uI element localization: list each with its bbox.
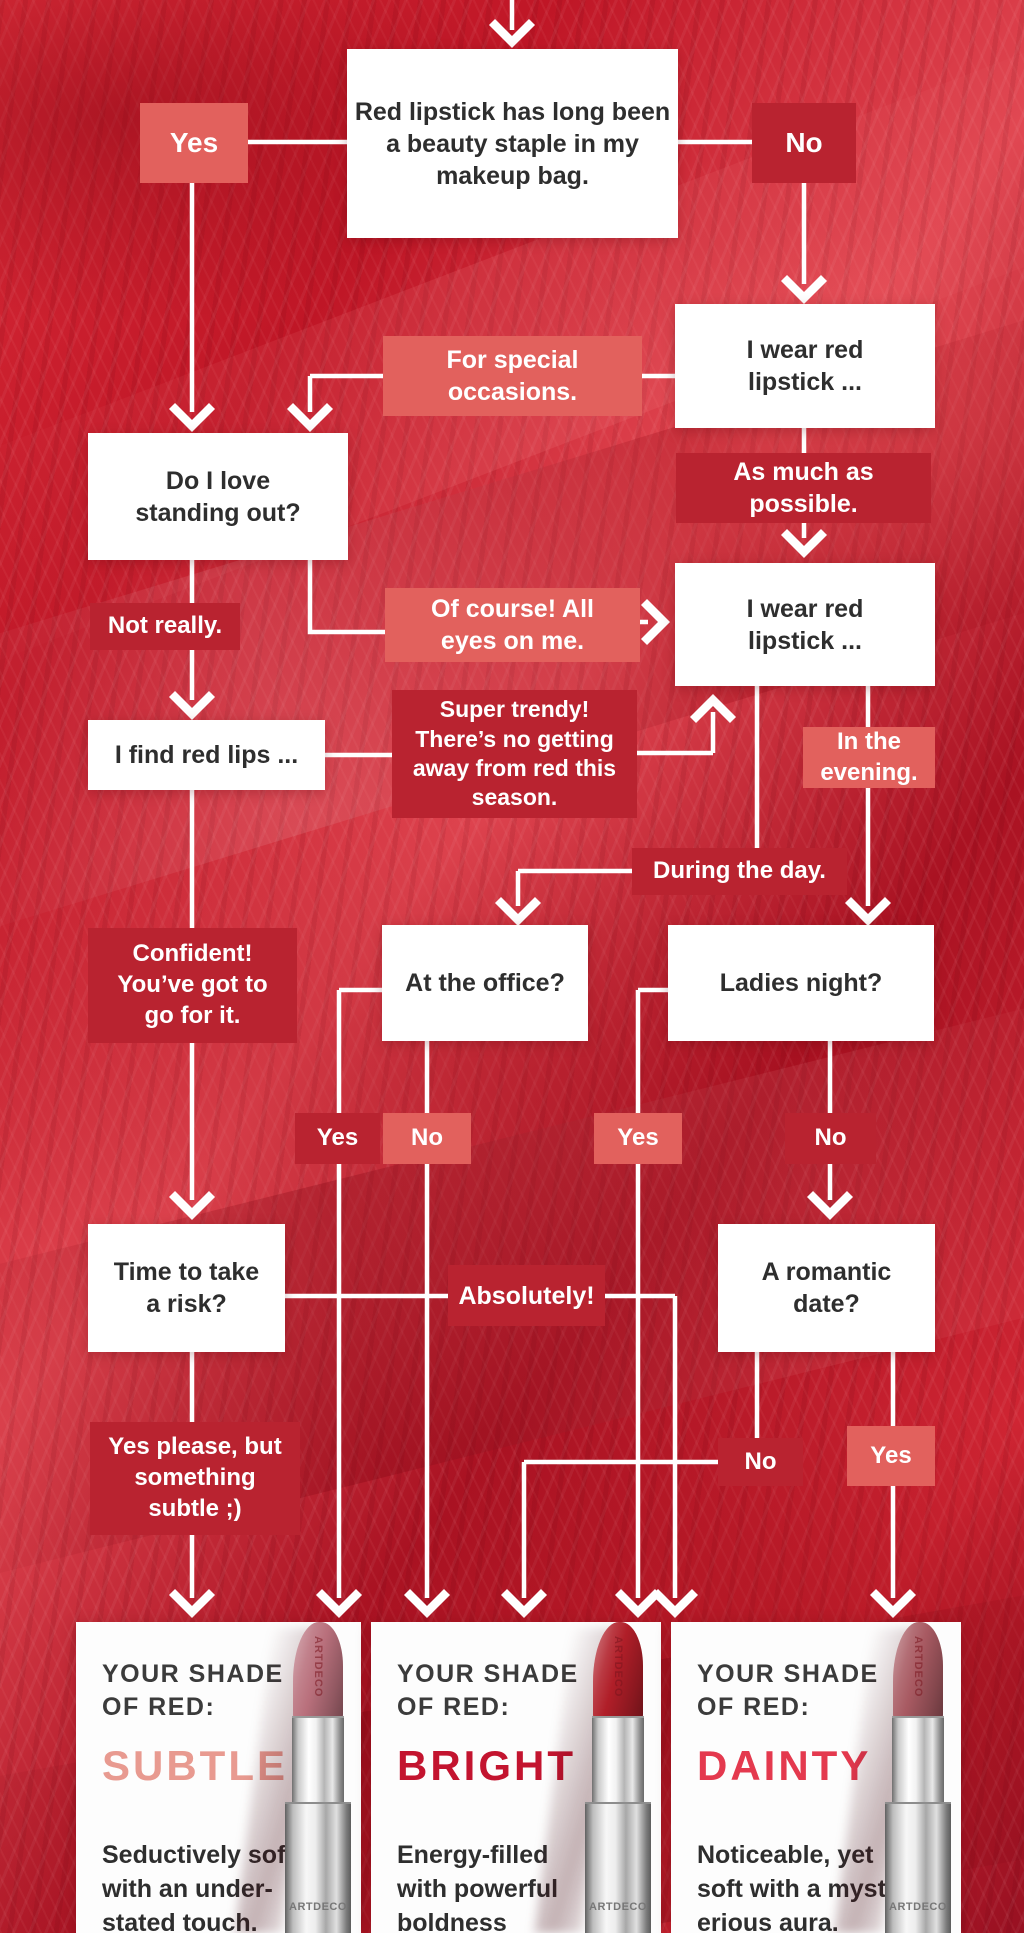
flow-answer-date-yes-text: Yes — [870, 1441, 912, 1469]
result-heading: YOUR SHADE OF RED: — [397, 1660, 579, 1721]
flow-node-wear-lipstick-2-text: I wear red lipstick ... — [746, 594, 864, 655]
artdeco-logo: ARTDECO — [912, 1636, 924, 1698]
flow-node-ladies-night: Ladies night? — [668, 925, 934, 1041]
flow-answer-no-top: No — [752, 103, 856, 183]
flow-answer-in-the-evening-text: In the evening. — [820, 727, 918, 786]
flow-answer-absolutely-text: Absolutely! — [458, 1281, 595, 1310]
arrowheads — [168, 18, 917, 1619]
flow-answer-date-no: No — [718, 1438, 803, 1486]
lipstick-base: ARTDECO — [585, 1802, 651, 1933]
flow-answer-ladies-no-text: No — [814, 1124, 847, 1152]
flow-answer-as-much-as-possible: As much as possible. — [676, 453, 931, 523]
lipstick-product-image: ARTDECO ARTDECO — [234, 1620, 369, 1933]
flow-node-ladies-night-text: Ladies night? — [719, 969, 883, 997]
flow-node-wear-lipstick-1: I wear red lipstick ... — [675, 304, 935, 428]
result-description: Seductively soft with an under-stated to… — [102, 1841, 294, 1933]
result-heading: YOUR SHADE OF RED: — [102, 1660, 284, 1721]
result-heading: YOUR SHADE OF RED: — [697, 1660, 879, 1721]
result-card-subtle: YOUR SHADE OF RED: SUBTLE Seductively so… — [76, 1622, 361, 1933]
flow-node-romantic-date: A romantic date? — [718, 1224, 935, 1352]
flow-node-at-the-office-text: At the office? — [405, 969, 565, 997]
flow-answer-of-course-text: Of course! All eyes on me. — [431, 595, 594, 655]
flow-answer-office-no-text: No — [411, 1124, 443, 1152]
flow-node-start: Red lipstick has long been a beauty stap… — [347, 49, 678, 238]
artdeco-logo: ARTDECO — [289, 1901, 347, 1913]
flow-node-wear-lipstick-2: I wear red lipstick ... — [675, 563, 935, 686]
flow-answer-no-top-text: No — [785, 127, 823, 159]
artdeco-logo: ARTDECO — [612, 1636, 624, 1698]
flow-answer-office-no: No — [383, 1113, 471, 1164]
lipstick-bullet-subtle: ARTDECO — [293, 1622, 343, 1718]
flow-answer-during-the-day-text: During the day. — [653, 857, 826, 885]
result-card-bright: YOUR SHADE OF RED: BRIGHT Energy-filled … — [371, 1622, 661, 1933]
lipstick-bullet-bright: ARTDECO — [593, 1622, 643, 1718]
flow-node-wear-lipstick-1-text: I wear red lipstick ... — [746, 336, 864, 396]
result-shade-name: DAINTY — [697, 1742, 872, 1789]
lipstick-base: ARTDECO — [285, 1802, 351, 1933]
flow-answer-date-no-text: No — [744, 1447, 777, 1475]
flow-answer-not-really: Not really. — [90, 603, 240, 650]
flow-answer-ladies-yes-text: Yes — [617, 1124, 659, 1152]
flow-node-at-the-office: At the office? — [382, 925, 588, 1041]
flow-answer-yes-please: Yes please, but something subtle ;) — [90, 1422, 300, 1535]
flow-answer-special-occasions-text: For special occasions. — [446, 346, 579, 406]
flow-answer-ladies-yes: Yes — [594, 1113, 682, 1164]
lipstick-neck — [592, 1716, 644, 1804]
flow-answer-in-the-evening: In the evening. — [803, 727, 935, 788]
artdeco-logo: ARTDECO — [312, 1636, 324, 1698]
result-shade-name: SUBTLE — [102, 1742, 288, 1789]
lipstick-neck — [292, 1716, 344, 1804]
flow-node-take-risk: Time to take a risk? — [88, 1224, 285, 1352]
flow-node-take-risk-text: Time to take a risk? — [113, 1258, 260, 1318]
lipstick-bullet-dainty: ARTDECO — [893, 1622, 943, 1718]
flow-answer-special-occasions: For special occasions. — [383, 336, 642, 416]
flow-answer-of-course: Of course! All eyes on me. — [385, 588, 640, 662]
flow-answer-ladies-no: No — [785, 1113, 876, 1164]
flow-node-find-red-lips-text: I find red lips ... — [114, 741, 299, 769]
flow-answer-confident: Confident! You’ve got to go for it. — [88, 928, 297, 1043]
lipstick-base: ARTDECO — [885, 1802, 951, 1933]
artdeco-logo: ARTDECO — [589, 1901, 647, 1913]
flow-answer-during-the-day: During the day. — [632, 848, 847, 895]
flow-answer-absolutely: Absolutely! — [448, 1265, 605, 1326]
flow-answer-as-much-as-possible-text: As much as possible. — [733, 458, 874, 518]
lipstick-product-image: ARTDECO ARTDECO — [534, 1620, 669, 1933]
artdeco-logo: ARTDECO — [889, 1901, 947, 1913]
lipstick-product-image: ARTDECO ARTDECO — [834, 1620, 969, 1933]
result-shade-name: BRIGHT — [397, 1742, 576, 1789]
flow-answer-office-yes-text: Yes — [316, 1124, 359, 1152]
flow-answer-office-yes: Yes — [295, 1113, 380, 1164]
flow-node-standing-out: Do I love standing out? — [88, 433, 348, 560]
flow-node-standing-out-text: Do I love standing out? — [135, 466, 301, 527]
result-description: Noticeable, yet soft with a myst-erious … — [697, 1841, 895, 1933]
flow-node-find-red-lips: I find red lips ... — [88, 720, 325, 790]
flow-node-start-text: Red lipstick has long been a beauty stap… — [354, 97, 671, 190]
flow-answer-not-really-text: Not really. — [107, 612, 223, 640]
result-description: Energy-filled with powerful boldness — [397, 1841, 559, 1933]
result-card-dainty: YOUR SHADE OF RED: DAINTY Noticeable, ye… — [671, 1622, 961, 1933]
flow-answer-confident-text: Confident! You’ve got to go for it. — [117, 940, 268, 1029]
flow-answer-date-yes: Yes — [847, 1426, 935, 1486]
lipstick-neck — [892, 1716, 944, 1804]
flow-answer-yes-top-text: Yes — [169, 127, 219, 159]
flow-answer-super-trendy: Super trendy! There’s no getting away fr… — [392, 690, 637, 818]
flow-node-romantic-date-text: A romantic date? — [761, 1258, 892, 1318]
flow-answer-yes-top: Yes — [140, 103, 248, 183]
flow-answer-super-trendy-text: Super trendy! There’s no getting away fr… — [412, 696, 617, 811]
flow-answer-yes-please-text: Yes please, but something subtle ;) — [108, 1433, 282, 1522]
